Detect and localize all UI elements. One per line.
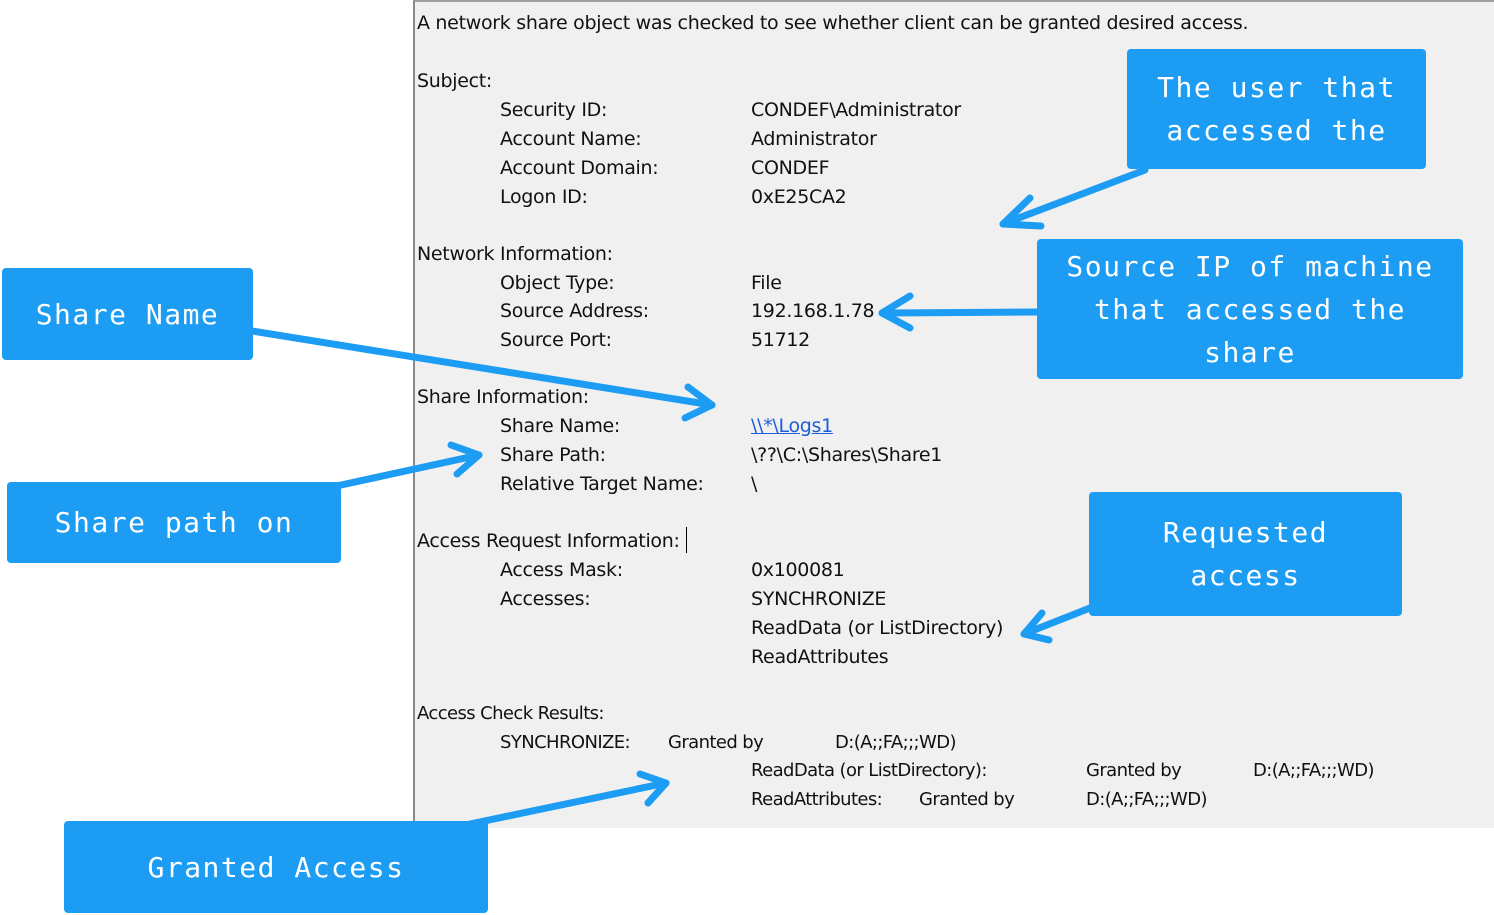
network-heading: Network Information: bbox=[417, 243, 613, 265]
share-name-label: Share Name: bbox=[500, 415, 621, 437]
object-type-value: File bbox=[751, 272, 782, 294]
check-right: ReadData (or ListDirectory): bbox=[751, 760, 987, 781]
access-request-heading: Access Request Information: bbox=[417, 530, 680, 552]
account-domain-value: CONDEF bbox=[751, 157, 830, 179]
account-domain-label: Account Domain: bbox=[500, 157, 659, 179]
share-path-value: \??\C:\Shares\Share1 bbox=[751, 444, 943, 466]
source-address-label: Source Address: bbox=[500, 300, 649, 322]
share-heading: Share Information: bbox=[417, 386, 589, 408]
callout-requested: Requested access bbox=[1089, 492, 1402, 616]
event-description: A network share object was checked to se… bbox=[417, 12, 1249, 34]
logon-id-value: 0xE25CA2 bbox=[751, 186, 847, 208]
security-id-label: Security ID: bbox=[500, 99, 608, 121]
callout-share-name: Share Name bbox=[2, 268, 253, 360]
account-name-label: Account Name: bbox=[500, 128, 642, 150]
check-sddl: D:(A;;FA;;;WD) bbox=[1253, 760, 1374, 781]
logon-id-label: Logon ID: bbox=[500, 186, 588, 208]
access-item: ReadData (or ListDirectory) bbox=[751, 617, 1004, 639]
callout-source-ip: Source IP of machine that accessed the s… bbox=[1037, 239, 1463, 379]
access-item: SYNCHRONIZE bbox=[751, 588, 887, 610]
relative-target-value: \ bbox=[751, 473, 758, 495]
callout-share-path: Share path on bbox=[7, 482, 341, 563]
security-id-value: CONDEF\Administrator bbox=[751, 99, 961, 121]
text-cursor bbox=[686, 527, 687, 553]
account-name-value: Administrator bbox=[751, 128, 877, 150]
accesses-label: Accesses: bbox=[500, 588, 591, 610]
share-path-label: Share Path: bbox=[500, 444, 606, 466]
access-mask-value: 0x100081 bbox=[751, 559, 845, 581]
source-port-label: Source Port: bbox=[500, 329, 612, 351]
access-check-heading: Access Check Results: bbox=[417, 703, 605, 724]
check-right: ReadAttributes: bbox=[751, 789, 883, 810]
check-granted: Granted by bbox=[1086, 760, 1182, 781]
subject-heading: Subject: bbox=[417, 70, 493, 92]
access-item: ReadAttributes bbox=[751, 646, 889, 668]
check-sddl: D:(A;;FA;;;WD) bbox=[835, 732, 956, 753]
check-granted: Granted by bbox=[919, 789, 1015, 810]
access-mask-label: Access Mask: bbox=[500, 559, 623, 581]
callout-user: The user that accessed the bbox=[1127, 49, 1426, 169]
callout-granted: Granted Access bbox=[64, 821, 488, 913]
object-type-label: Object Type: bbox=[500, 272, 615, 294]
check-right: SYNCHRONIZE: bbox=[500, 732, 631, 753]
source-port-value: 51712 bbox=[751, 329, 810, 351]
check-sddl: D:(A;;FA;;;WD) bbox=[1086, 789, 1207, 810]
source-address-value: 192.168.1.78 bbox=[751, 300, 875, 322]
share-name-link[interactable]: \\*\Logs1 bbox=[751, 415, 833, 437]
relative-target-label: Relative Target Name: bbox=[500, 473, 704, 495]
check-granted: Granted by bbox=[668, 732, 764, 753]
